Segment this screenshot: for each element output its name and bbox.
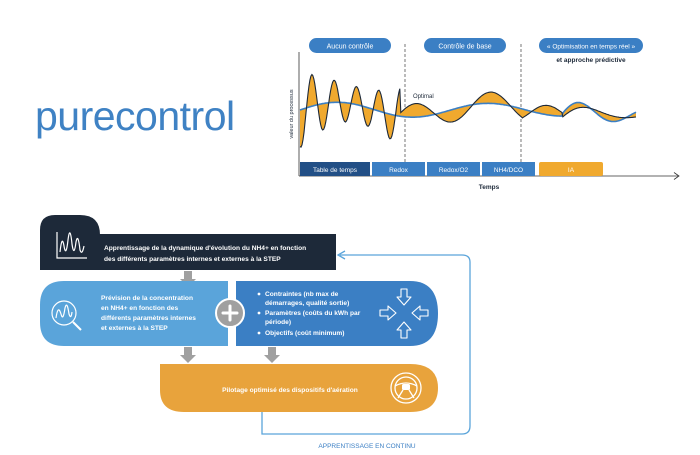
phase-pill-realtime: [539, 38, 643, 53]
step2-text-line1: Prévision de la concentration: [101, 295, 193, 302]
plus-icon: [221, 304, 239, 322]
phase-label-basic: Contrôle de base: [438, 44, 491, 51]
y-axis-label: valeur du processus: [289, 89, 295, 138]
stage-table-de-temps: [300, 162, 370, 176]
stage-redox-o2: [427, 162, 480, 176]
bullet-1: [257, 292, 261, 296]
stage-label-ia: IA: [568, 167, 575, 174]
step4-box: [160, 364, 438, 412]
stage-label-table: Table de temps: [313, 167, 358, 174]
steering-wheel-icon: [390, 372, 422, 404]
phase-label-realtime: « Optimisation en temps réel »: [547, 44, 636, 51]
learning-loop-line: [261, 254, 471, 435]
magnifier-chart-icon: [51, 300, 82, 331]
phase-note: et approche prédictive: [556, 57, 626, 64]
phase-label-none: Aucun contrôle: [327, 44, 374, 51]
constraint-3-title: Objectifs (coût minimum): [265, 330, 345, 337]
bullet-2: [257, 311, 261, 315]
flow-arrow-2: [180, 347, 196, 363]
bullet-3: [257, 331, 261, 335]
step2-text-line3: différents paramètres internes: [101, 315, 196, 322]
step3-box: [236, 281, 438, 346]
step2-box: [40, 281, 228, 346]
phase-pill-none: [309, 38, 391, 53]
constraint-1-rest: démarrages, qualité sortie): [265, 300, 349, 307]
stage-redox: [372, 162, 425, 176]
step1-text-line1: Apprentissage de la dynamique d'évolutio…: [104, 245, 306, 252]
x-axis-label: Temps: [479, 184, 500, 191]
stage-ia: [539, 162, 603, 176]
flow-arrow-3: [264, 347, 280, 363]
step4-text: Pilotage optimisé des dispositifs d'aéra…: [222, 387, 358, 394]
phase-pill-basic: [424, 38, 506, 53]
process-curve: [299, 73, 637, 148]
constraint-2-title: Paramètres (coûts du kWh par: [265, 310, 361, 317]
stage-label-redox: Redox: [389, 167, 409, 174]
stage-label-nh4-dco: NH4/DCO: [494, 167, 523, 174]
constraint-1-title: Contraintes (nb max de: [265, 291, 339, 298]
step1-text-line2: des différents paramètres internes et ex…: [104, 256, 281, 263]
learning-loop-arrow-icon: [336, 250, 346, 260]
brand-logo: purecontrol: [35, 93, 235, 139]
step2-text-line2: en NH4+ en fonction des: [101, 305, 178, 312]
constraint-2-rest: période): [265, 319, 291, 326]
stage-label-redox-o2: Redox/O2: [439, 167, 469, 174]
compress-arrows-icon: [379, 288, 429, 339]
flow-diagram: APPRENTISSAGE EN CONTINU Apprentissage d…: [40, 215, 471, 450]
deviation-fill: [300, 74, 636, 148]
optimal-label: Optimal: [413, 94, 434, 100]
x-axis-arrow-icon: [673, 172, 680, 180]
wave-chart-icon: [56, 232, 87, 259]
learning-loop-label: APPRENTISSAGE EN CONTINU: [318, 443, 415, 450]
optimal-curve: [299, 101, 637, 123]
process-chart: Aucun contrôle Contrôle de base « Optimi…: [289, 38, 680, 191]
stage-nh4-dco: [482, 162, 535, 176]
step2-text-line4: et externes à la STEP: [101, 325, 168, 332]
step1-box-core: [40, 234, 336, 270]
